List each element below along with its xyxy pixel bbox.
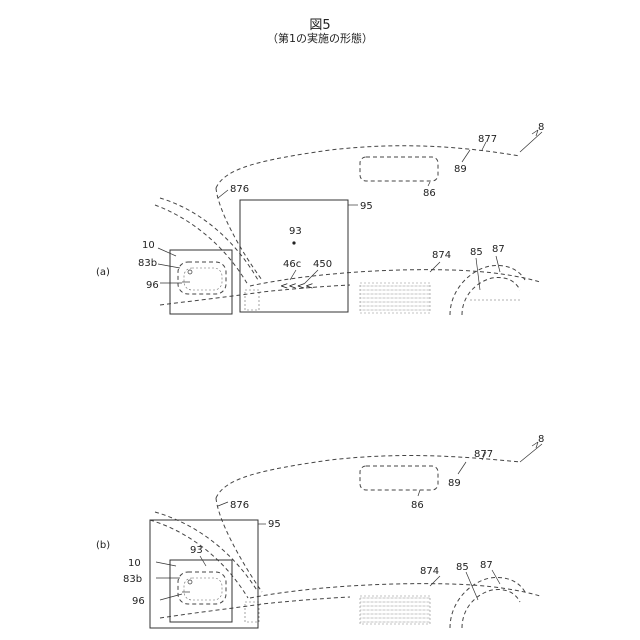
leader-10 (158, 248, 176, 256)
ref-874: 874 (432, 250, 451, 261)
ref-876: 876 (230, 500, 249, 511)
ref-46c: 46c (283, 259, 301, 270)
a-pillar (216, 498, 262, 592)
panel-a-label: (a) (96, 267, 110, 278)
leader-93 (200, 556, 206, 566)
panel-b: (b) 8 877 89 (96, 434, 544, 628)
ref-8: 8 (538, 434, 544, 445)
chevron-arrows: <<<< (280, 281, 314, 292)
leader-85 (466, 572, 478, 600)
side-mirror-box (170, 250, 232, 314)
ref-85: 85 (470, 247, 483, 258)
display-area-box (240, 200, 348, 312)
side-mirror-glass (184, 578, 222, 600)
a-pillar (216, 188, 262, 280)
leader-89 (458, 462, 466, 474)
leader-83b (158, 264, 180, 268)
steering-wheel-inner (462, 278, 520, 316)
pillar-outer-line-1 (155, 205, 248, 285)
ref-450: 450 (313, 259, 332, 270)
leader-86 (428, 182, 430, 186)
leader-85 (476, 258, 480, 290)
panel-a: (a) <<<< (96, 122, 544, 315)
ref-87: 87 (492, 244, 505, 255)
roof-line (216, 456, 520, 498)
ref-87: 87 (480, 560, 493, 571)
ref-10: 10 (142, 240, 155, 251)
ref-876: 876 (230, 184, 249, 195)
dashboard-lower-line (160, 597, 350, 618)
ref-96: 96 (132, 596, 145, 607)
side-mirror-glass (184, 268, 222, 290)
leader-876 (218, 502, 228, 506)
rear-view-mirror (360, 157, 438, 181)
leader-96 (160, 594, 182, 600)
ref-95: 95 (268, 519, 281, 530)
ref-95: 95 (360, 201, 373, 212)
rear-view-mirror (360, 466, 438, 490)
ref-89: 89 (448, 478, 461, 489)
ref-93: 93 (190, 545, 203, 556)
steering-wheel-outer (450, 266, 525, 315)
steering-wheel-outer (450, 578, 525, 628)
dashboard-line (250, 584, 540, 598)
point-93 (292, 241, 295, 244)
leader-86 (418, 490, 420, 496)
leader-89 (462, 150, 470, 162)
ref-83b: 83b (123, 574, 142, 585)
ref-10: 10 (128, 558, 141, 569)
mirror-marker (188, 580, 192, 584)
ref-8: 8 (538, 122, 544, 133)
ref-96: 96 (146, 280, 159, 291)
leader-87 (492, 570, 500, 584)
leader-10 (156, 562, 176, 566)
ref-93: 93 (289, 226, 302, 237)
leader-874 (430, 576, 440, 586)
dashboard-cluster (360, 596, 430, 624)
side-mirror-box (170, 560, 232, 622)
ref-877: 877 (478, 134, 497, 145)
ref-83b: 83b (138, 258, 157, 269)
ref-89: 89 (454, 164, 467, 175)
ref-86: 86 (411, 500, 424, 511)
pillar-outer-line-1 (150, 520, 248, 598)
mirror-marker (188, 270, 192, 274)
ref-877: 877 (474, 449, 493, 460)
side-mirror-housing (178, 572, 226, 604)
ref-85: 85 (456, 562, 469, 573)
leader-876 (218, 190, 228, 198)
steering-wheel-inner (462, 590, 520, 629)
leader-8 (520, 444, 542, 462)
leader-8 (520, 132, 542, 152)
leader-87 (496, 256, 500, 272)
roof-line (216, 146, 520, 188)
panel-b-label: (b) (96, 540, 110, 551)
dashboard-cluster (360, 283, 430, 313)
leader-874 (430, 262, 440, 272)
ref-86: 86 (423, 188, 436, 199)
side-mirror-housing (178, 262, 226, 294)
ref-874: 874 (420, 566, 439, 577)
dashboard-lower-line (160, 285, 350, 305)
